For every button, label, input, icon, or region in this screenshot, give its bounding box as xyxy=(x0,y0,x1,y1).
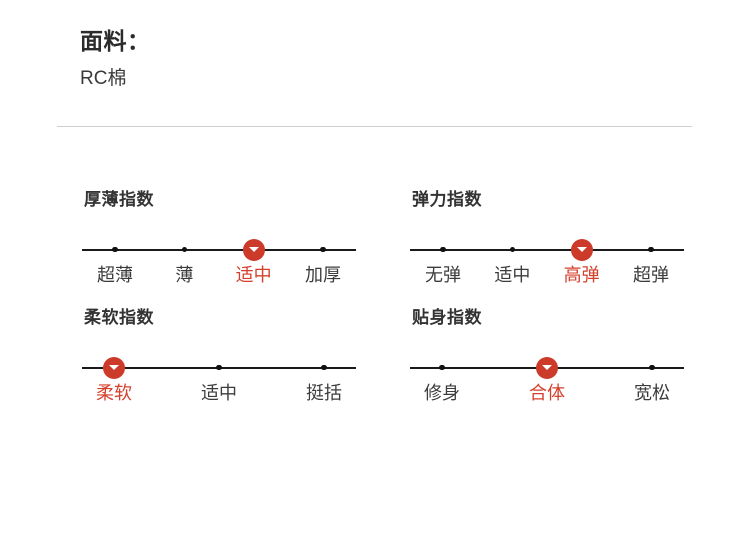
indicator-elasticity: 弹力指数无弹 适中 高弹 超弹 xyxy=(410,190,740,290)
tick-dot-icon xyxy=(439,365,445,371)
fabric-value: RC棉 xyxy=(80,68,127,89)
indicator-scale[interactable]: 无弹 适中 高弹 超弹 xyxy=(410,236,684,290)
tick-dot-icon xyxy=(440,247,446,253)
tick-label[interactable]: 薄 xyxy=(175,265,194,285)
tick-label[interactable]: 适中 xyxy=(235,265,272,285)
selected-marker-icon[interactable] xyxy=(570,239,593,261)
indicator-title: 柔软指数 xyxy=(84,308,154,327)
caret-down-icon xyxy=(542,365,552,370)
indicator-title: 贴身指数 xyxy=(412,308,482,327)
caret-down-icon xyxy=(109,365,119,370)
tick-label[interactable]: 高弹 xyxy=(563,265,600,285)
scale-ticks: 超薄 薄 适中 加厚 xyxy=(82,236,356,290)
tick-dot-icon xyxy=(321,365,327,371)
tick-label[interactable]: 超弹 xyxy=(633,265,669,285)
fabric-title: 面料： xyxy=(80,28,151,54)
tick-label[interactable]: 柔软 xyxy=(96,383,132,403)
scale-axis-line xyxy=(410,249,684,251)
indicator-fit: 贴身指数修身 合体 宽松 xyxy=(410,308,740,408)
tick-label[interactable]: 超薄 xyxy=(97,265,133,285)
tick-dot-icon xyxy=(181,247,187,253)
tick-dot-icon xyxy=(648,247,654,253)
scale-axis-line xyxy=(82,249,356,251)
selected-marker-icon[interactable] xyxy=(103,357,125,379)
tick-dot-icon xyxy=(112,247,118,253)
scale-ticks: 修身 合体 宽松 xyxy=(410,354,684,408)
scale-ticks: 柔软 适中 挺括 xyxy=(82,354,356,408)
indicator-row-top: 厚薄指数超薄 薄 适中 加厚 弹力指数无弹 适中 高弹 超弹 xyxy=(0,190,750,290)
tick-dot-icon xyxy=(509,247,515,253)
tick-label[interactable]: 挺括 xyxy=(306,383,342,403)
caret-down-icon xyxy=(576,247,587,252)
tick-label[interactable]: 适中 xyxy=(201,383,237,403)
indicator-grid: 厚薄指数超薄薄适中加厚 弹力指数无弹适中高弹超弹 柔软指数柔软适中挺括 贴身指数… xyxy=(0,190,750,408)
indicator-scale[interactable]: 超薄 薄 适中 加厚 xyxy=(82,236,356,290)
tick-dot-icon xyxy=(216,365,222,371)
tick-label[interactable]: 宽松 xyxy=(634,383,670,403)
indicator-softness: 柔软指数柔软 适中 挺括 xyxy=(82,308,412,408)
tick-dot-icon xyxy=(320,247,326,253)
tick-dot-icon xyxy=(649,365,655,371)
indicator-scale[interactable]: 修身 合体 宽松 xyxy=(410,354,684,408)
tick-label[interactable]: 合体 xyxy=(529,383,565,403)
indicator-title: 弹力指数 xyxy=(412,190,482,209)
indicator-title: 厚薄指数 xyxy=(84,190,154,209)
caret-down-icon xyxy=(248,247,259,252)
selected-marker-icon[interactable] xyxy=(242,239,265,261)
fabric-header: 面料： RC棉 xyxy=(80,26,680,93)
scale-ticks: 无弹 适中 高弹 超弹 xyxy=(410,236,684,290)
selected-marker-icon[interactable] xyxy=(536,357,558,379)
header-divider xyxy=(57,126,692,127)
tick-label[interactable]: 无弹 xyxy=(425,265,461,285)
tick-label[interactable]: 加厚 xyxy=(305,265,341,285)
tick-label[interactable]: 适中 xyxy=(494,265,531,285)
indicator-row-bottom: 柔软指数柔软 适中 挺括 贴身指数修身 合体 宽松 xyxy=(0,308,750,408)
indicator-thickness: 厚薄指数超薄 薄 适中 加厚 xyxy=(82,190,412,290)
indicator-scale[interactable]: 柔软 适中 挺括 xyxy=(82,354,356,408)
tick-label[interactable]: 修身 xyxy=(424,383,460,403)
